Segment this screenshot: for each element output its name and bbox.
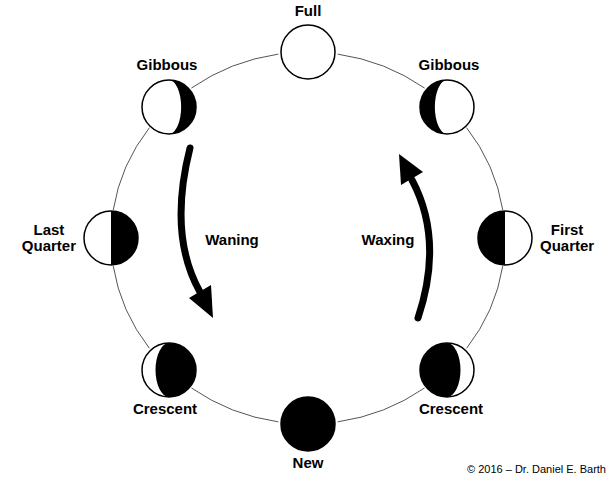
waxing-arrowhead xyxy=(399,154,423,185)
moon-disc xyxy=(281,397,335,451)
moon-shade xyxy=(478,211,505,265)
phase-label: Gibbous xyxy=(137,57,198,74)
moon-phase: Full xyxy=(280,24,336,80)
waning-arrow xyxy=(181,148,200,292)
moon-shade xyxy=(447,343,474,397)
moon-outline xyxy=(281,397,335,451)
phase-label: Crescent xyxy=(419,401,483,418)
moon-disc xyxy=(420,80,474,134)
orbit-segment xyxy=(338,388,425,422)
orbit-segment xyxy=(191,54,278,88)
phase-label: First Quarter xyxy=(540,222,594,255)
phase-label: Gibbous xyxy=(419,57,480,74)
moon-phase: Crescent xyxy=(141,342,197,398)
moon-icon xyxy=(83,210,139,266)
moon-disc xyxy=(281,25,335,79)
direction-label: Waxing xyxy=(362,232,415,249)
phase-label: Crescent xyxy=(133,401,197,418)
moon-phase: Gibbous xyxy=(419,79,475,135)
moon-icon xyxy=(419,79,475,135)
moon-disc xyxy=(142,80,196,134)
moon-phase: First Quarter xyxy=(477,210,533,266)
copyright-note: © 2016 – Dr. Daniel E. Barth xyxy=(467,463,606,475)
moon-phase: Gibbous xyxy=(141,79,197,135)
moon-disc xyxy=(84,211,138,265)
direction-label: Waning xyxy=(205,232,259,249)
orbit-segment xyxy=(113,128,149,210)
moon-phase: Last Quarter xyxy=(83,210,139,266)
moon-outline xyxy=(142,343,196,397)
moon-disc xyxy=(420,343,474,397)
moon-outline xyxy=(281,25,335,79)
orbit-segment xyxy=(467,128,503,210)
moon-phase: Crescent xyxy=(419,342,475,398)
moon-outline xyxy=(420,343,474,397)
waning-arrowhead xyxy=(189,285,213,318)
moon-icon xyxy=(141,342,197,398)
moon-icon xyxy=(280,24,336,80)
moon-shade xyxy=(169,80,196,134)
moon-disc xyxy=(478,211,532,265)
moon-outline xyxy=(420,80,474,134)
moon-disc xyxy=(142,343,196,397)
phase-label: New xyxy=(293,455,324,472)
moon-outline xyxy=(84,211,138,265)
moon-shade xyxy=(420,80,447,134)
orbit-segment xyxy=(191,388,278,422)
moon-outline xyxy=(142,80,196,134)
moon-phase: New xyxy=(280,396,336,452)
phase-label: Full xyxy=(295,3,322,20)
moon-icon xyxy=(280,396,336,452)
moon-shade xyxy=(142,343,169,397)
orbit-segment xyxy=(113,266,149,348)
phase-label: Last Quarter xyxy=(22,222,76,255)
orbit-segment xyxy=(338,54,425,88)
moon-icon xyxy=(477,210,533,266)
waxing-arrow xyxy=(412,180,430,318)
moon-icon xyxy=(141,79,197,135)
moon-icon xyxy=(419,342,475,398)
moon-shade xyxy=(111,211,138,265)
orbit-segment xyxy=(467,266,503,348)
moon-outline xyxy=(478,211,532,265)
